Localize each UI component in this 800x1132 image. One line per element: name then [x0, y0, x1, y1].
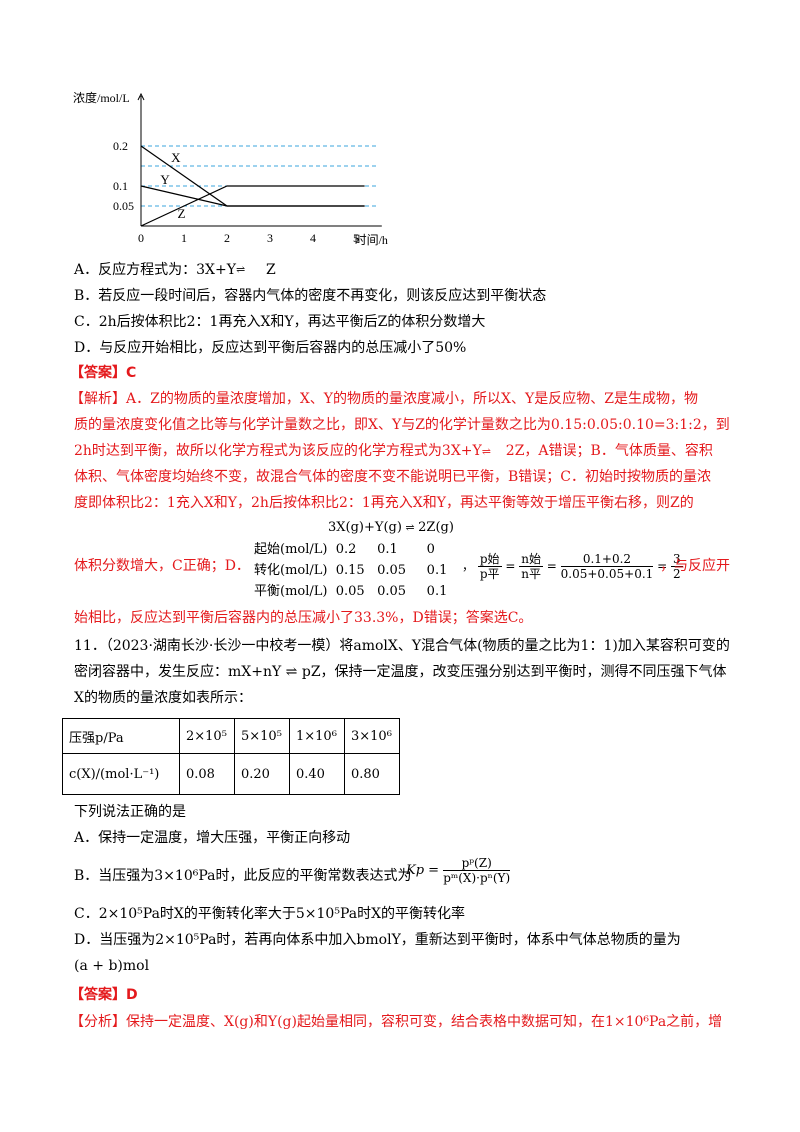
q11-stem-line2: 密闭容器中，发生反应：mX+nY ⇌ pZ，保持一定温度，改变压强分别达到平衡时…: [74, 664, 727, 680]
q10-analysis-line6-tail: ，与反应开: [660, 558, 730, 574]
q10-option-b: B．若反应一段时间后，容器内气体的密度不再变化，则该反应达到平衡状态: [74, 288, 547, 304]
table-cell: 1×10⁶: [289, 718, 345, 754]
q11-option-b: B．当压强为3×10⁶Pa时，此反应的平衡常数表达式为: [74, 868, 412, 884]
series-label: X: [171, 150, 181, 165]
q10-analysis-line4: 体积、气体密度均始终不变，故混合气体的密度不变不能说明已平衡，B错误；C．初始时…: [74, 469, 711, 485]
q10-answer: 【答案】C: [70, 365, 137, 381]
q11-option-c: C．2×10⁵Pa时X的平衡转化率大于5×10⁵Pa时X的平衡转化率: [74, 906, 466, 922]
series-label: Z: [178, 206, 186, 221]
y-tick-label: 0.2: [113, 139, 128, 153]
x-tick-label: 4: [310, 231, 316, 245]
series-line-y: [140, 185, 365, 207]
q10-analysis-line2: 质的量浓度变化值之比等与化学计量数之比，即X、Y与Z的化学计量数之比为0.15:…: [74, 417, 730, 433]
kp-formula: Kp = pᵖ(Z)pᵐ(X)·pⁿ(Y): [406, 856, 511, 885]
equilibrium-arrow-icon: ⇌: [401, 521, 419, 534]
table-row: c(X)/(mol·L⁻¹) 0.08 0.20 0.40 0.80: [62, 753, 400, 795]
x-tick-label: 0: [138, 231, 144, 245]
q11-answer: 【答案】D: [70, 987, 138, 1003]
q10-analysis-line5: 度即体积比2：1充入X和Y，2h后按体积比2：1再充入X和Y，再达平衡等效于增压…: [74, 495, 694, 511]
x-tick-label: 3: [267, 231, 273, 245]
q11-stem-line1: 11．（2023·湖南长沙·长沙一中校考一模）将amolX、Y混合气体(物质的量…: [74, 638, 730, 654]
equilibrium-arrow-icon: ⇌: [481, 445, 491, 458]
q10-option-a: A．反应方程式为：3X+Y⇌Z: [74, 262, 276, 278]
y-axis-arrow-icon: [137, 92, 145, 101]
q11-option-d-line2: (a + b)mol: [74, 958, 150, 974]
table-row: 压强p/Pa 2×10⁵ 5×10⁵ 1×10⁶ 3×10⁶: [62, 718, 400, 754]
q11-option-a: A．保持一定温度，增大压强，平衡正向移动: [74, 830, 351, 846]
q10-option-d: D．与反应开始相比，反应达到平衡后容器内的总压减小了50%: [74, 340, 467, 356]
table-cell: 3×10⁶: [344, 718, 400, 754]
table-cell: c(X)/(mol·L⁻¹): [62, 753, 180, 795]
concentration-time-chart: XY Z 0 1 2 3 4 5 0.05 0.1 0.2 浓度/mol/L 时间/h: [73, 90, 388, 247]
series-line-z: [140, 185, 365, 227]
table-cell: 0.08: [179, 753, 235, 795]
q11-prompt: 下列说法正确的是: [74, 804, 186, 820]
y-axis-label: 浓度/mol/L: [73, 90, 130, 105]
table-cell: 0.20: [234, 753, 290, 795]
pressure-concentration-table: 压强p/Pa 2×10⁵ 5×10⁵ 1×10⁶ 3×10⁶ c(X)/(mol…: [62, 718, 400, 795]
q10-analysis-line7: 始相比，反应达到平衡后容器内的总压减小了33.3%，D错误；答案选C。: [74, 610, 533, 626]
table-cell: 0.80: [344, 753, 400, 795]
q10-analysis-line1: 【解析】A．Z的物质的量浓度增加，X、Y的物质的量浓度减小，所以X、Y是反应物、…: [70, 391, 698, 407]
calc-equation: 3X(g)+Y(g) ⇌ 2Z(g): [328, 520, 454, 535]
table-cell: 5×10⁵: [234, 718, 290, 754]
calc-row-equilibrium: 平衡(mol/L) 0.05 0.05 0.1: [254, 584, 448, 599]
calc-row-start: 起始(mol/L) 0.2 0.1 0: [254, 542, 435, 557]
q10-option-c: C．2h后按体积比2：1再充入X和Y，再达平衡后Z的体积分数增大: [74, 314, 486, 330]
q10-analysis-line6: 体积分数增大，C正确；D．: [74, 558, 250, 574]
calc-row-change: 转化(mol/L) 0.15 0.05 0.1: [254, 563, 448, 578]
y-tick-label: 0.05: [113, 199, 134, 213]
table-cell: 压强p/Pa: [62, 718, 180, 754]
y-tick-label: 0.1: [113, 179, 128, 193]
table-cell: 0.40: [289, 753, 345, 795]
series-label: Y: [160, 172, 170, 187]
table-cell: 2×10⁵: [179, 718, 235, 754]
q11-stem-line3: X的物质的量浓度如表所示：: [74, 690, 252, 706]
x-tick-label: 2: [224, 231, 230, 245]
q11-analysis-line1: 【分析】保持一定温度、X(g)和Y(g)起始量相同，容积可变，结合表格中数据可知…: [70, 1014, 723, 1030]
x-axis-label: 时间/h: [355, 233, 388, 247]
x-tick-label: 1: [181, 231, 187, 245]
q10-analysis-line3: 2h时达到平衡，故所以化学方程式为该反应的化学方程式为3X+Y⇌2Z，A错误；B…: [74, 441, 713, 462]
q11-option-d: D．当压强为2×10⁵Pa时，若再向体系中加入bmolY，重新达到平衡时，体系中…: [74, 932, 681, 948]
x-tick-label: 5: [353, 231, 359, 245]
equilibrium-arrow-icon: ⇌: [235, 263, 246, 276]
